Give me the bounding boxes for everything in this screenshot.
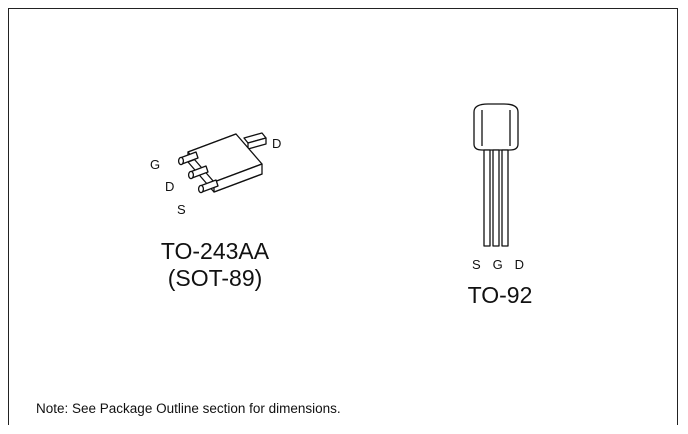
sot89-pin-label-d: D	[165, 179, 175, 194]
sot89-package-name: TO-243AA (SOT-89)	[140, 238, 290, 292]
sot89-name-line1: TO-243AA	[160, 238, 270, 264]
sot89-pin-label-s: S	[177, 202, 186, 217]
to92-pin-label-s: S	[472, 257, 481, 272]
sot89-pin-label-drain-tab: D	[272, 136, 282, 151]
to92-lead-s	[483, 149, 491, 247]
to92-pin-labels: S G D	[472, 258, 524, 271]
sot89-pin-label-g: G	[150, 157, 161, 172]
sot89-package-drawing	[177, 132, 267, 194]
diagram-frame	[8, 8, 678, 425]
to92-package-name: TO-92	[440, 282, 560, 309]
to92-lead-g	[492, 149, 500, 247]
to92-name-line1: TO-92	[467, 282, 533, 308]
to92-body	[473, 103, 519, 151]
sot89-name-line2: (SOT-89)	[167, 265, 263, 291]
to92-pin-label-d: D	[514, 257, 524, 272]
to92-pin-label-g: G	[492, 257, 503, 272]
to92-package-drawing	[473, 103, 519, 247]
to92-lead-d	[501, 149, 509, 247]
package-outline-note: Note: See Package Outline section for di…	[36, 401, 341, 416]
